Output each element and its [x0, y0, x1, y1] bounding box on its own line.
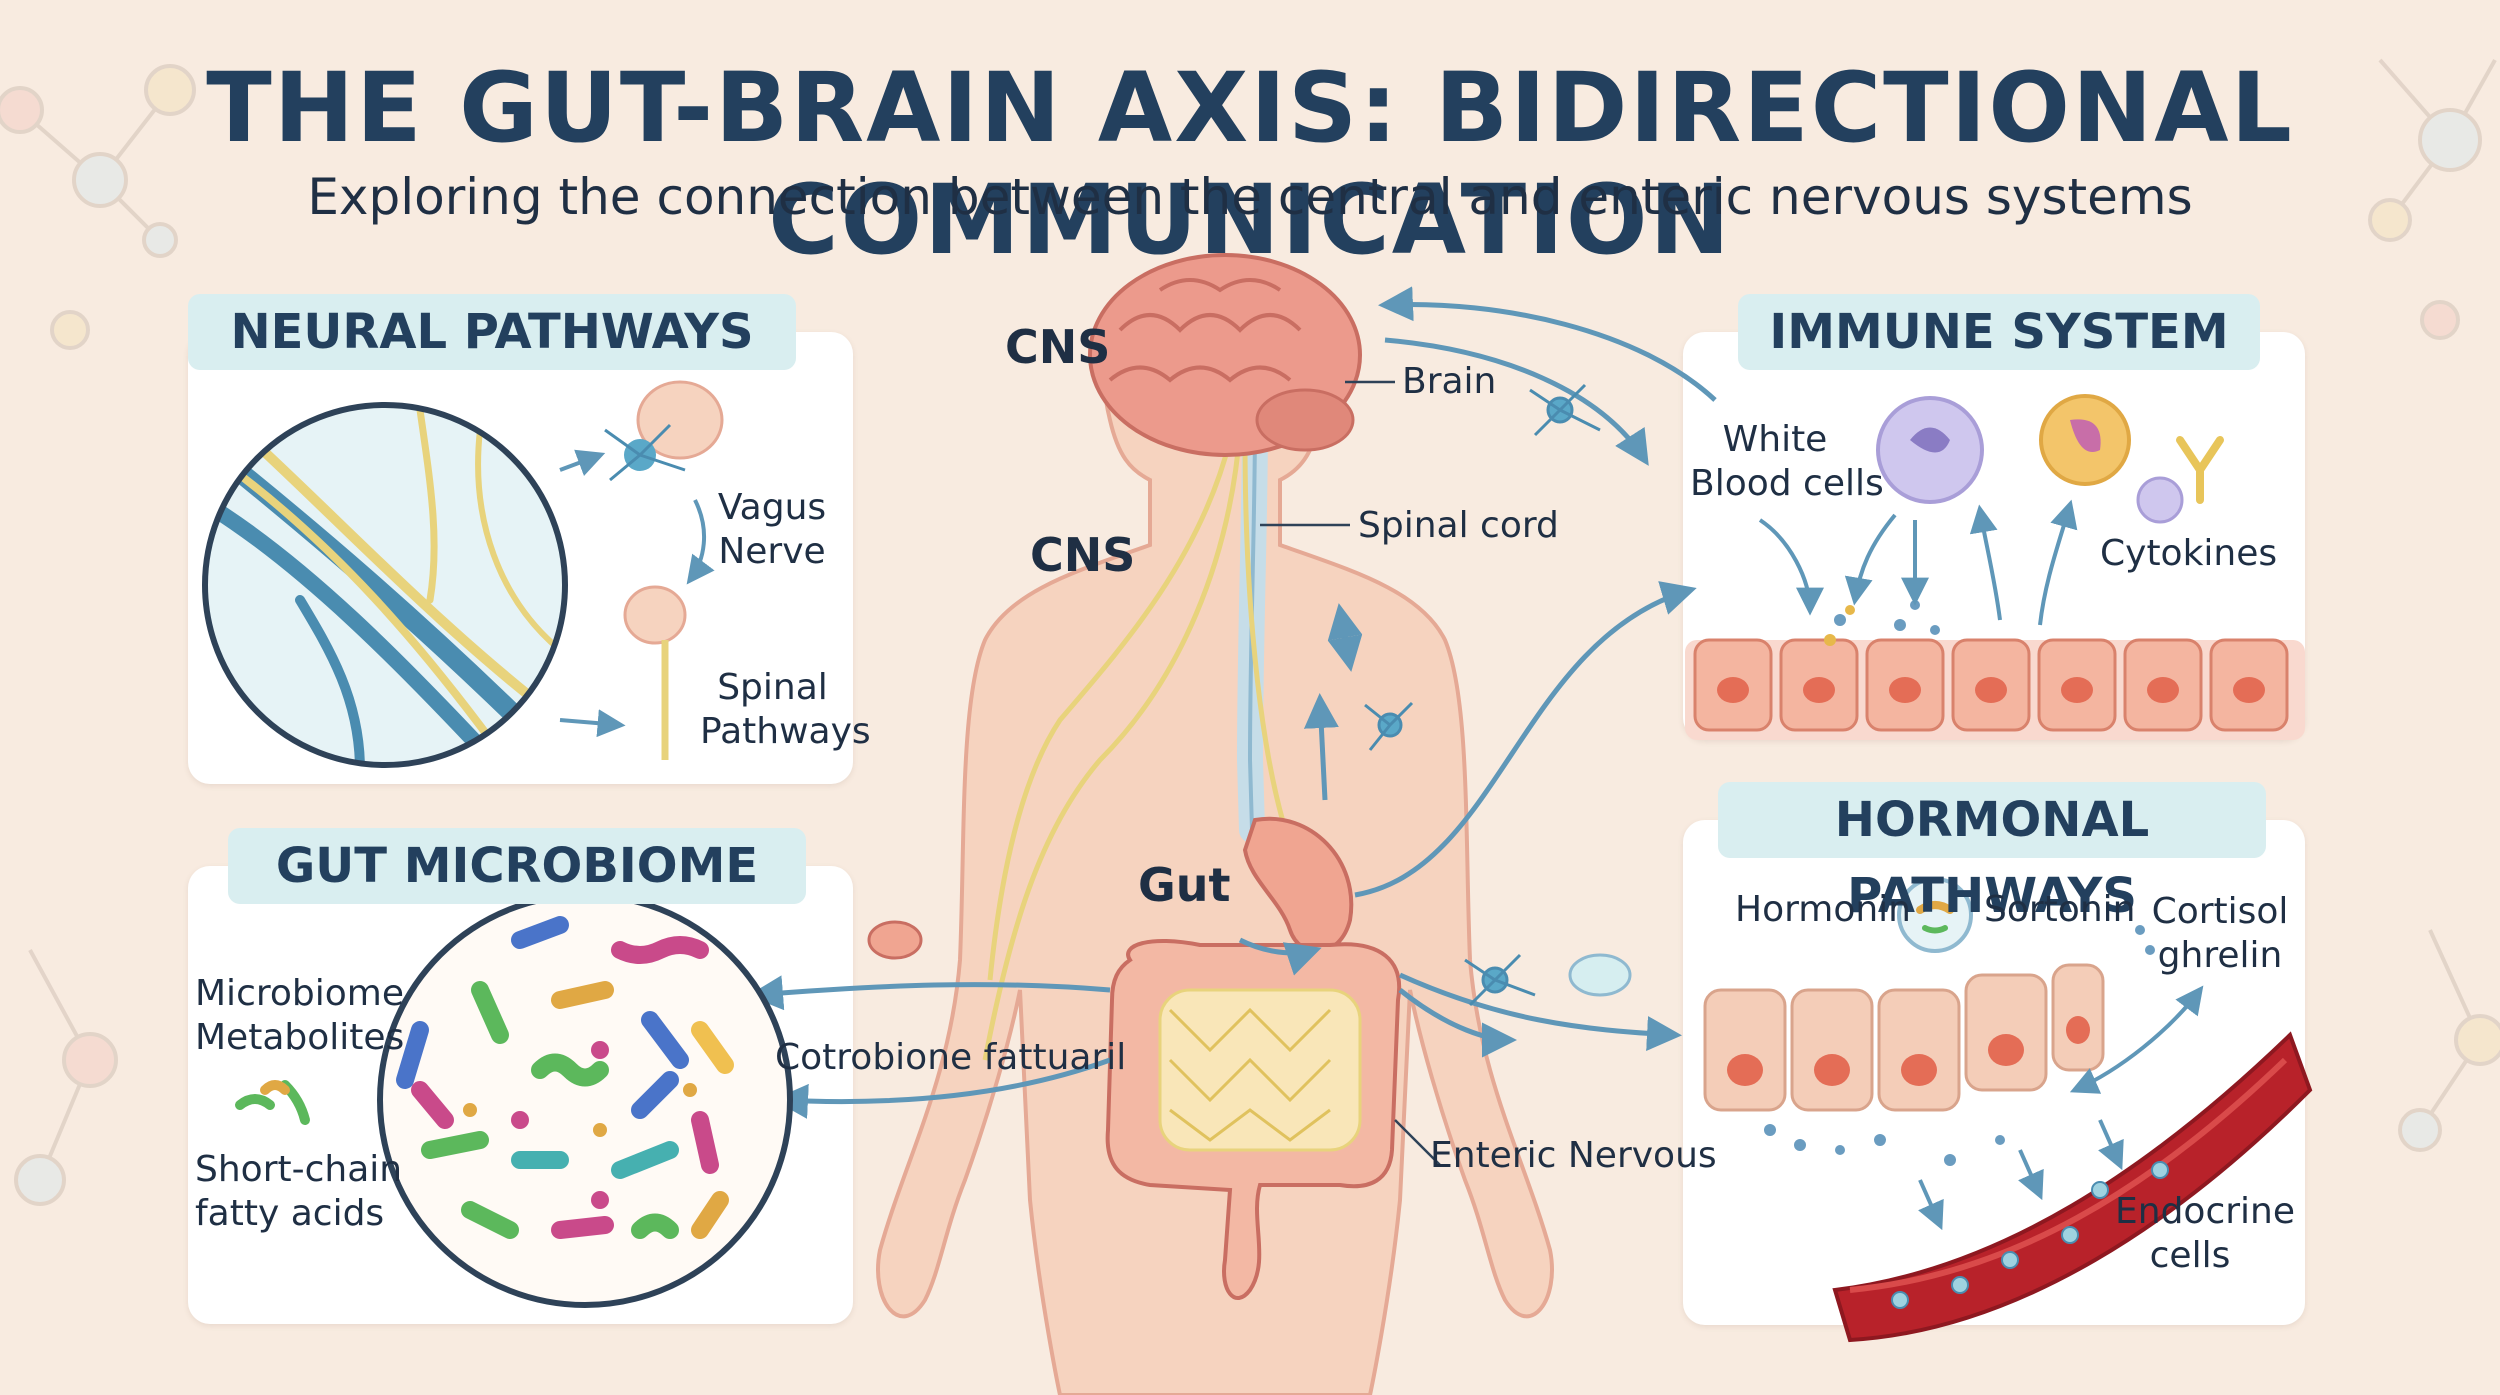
brain-label: Brain — [1402, 361, 1497, 402]
page-subtitle: Exploring the connection between the cen… — [307, 168, 2193, 226]
hormonal-pathways-title: HORMONAL PATHWAYS — [1718, 782, 2266, 924]
neural-pathways-title: NEURAL PATHWAYS — [188, 294, 796, 370]
floating-neurons — [1364, 383, 1601, 1007]
microbiome-metabolites-label: Microbiome Metabolites — [195, 973, 405, 1058]
endocrine-cells-label: Endocrine cells — [2115, 1191, 2295, 1276]
cytokines-label: Cytokines — [2100, 533, 2278, 574]
gut-microbiome-title: GUT MICROBIOME — [228, 828, 806, 904]
fatty-acid-icons — [235, 1080, 310, 1125]
vagus-nerve-label: Vagus Nerve — [717, 487, 827, 572]
page-title: THE GUT-BRAIN AXIS: BIDIRECTIONAL COMMUN… — [206, 52, 2294, 276]
intestines-shape — [1105, 938, 1402, 1300]
immune-system-title: IMMUNE SYSTEM — [1738, 294, 2260, 370]
cortisol-ghrelin-label: Cortisol ghrelin — [2151, 891, 2289, 976]
spinal-cord-label: Spinal cord — [1358, 505, 1559, 546]
microbiome-circle — [377, 892, 793, 1308]
immune-illustration — [1685, 394, 2305, 740]
hormonal-illustration — [1703, 877, 2313, 1343]
spinal-pathways-label: Spinal Pathways — [700, 667, 871, 752]
background-molecules — [0, 58, 2500, 1206]
gut-label: Gut — [1138, 858, 1231, 912]
hormonin-label: Hormonin — [1735, 889, 1911, 930]
cns-label-top: CNS — [1005, 320, 1111, 374]
short-chain-fatty-acids-label: Short-chain fatty acids — [195, 1149, 403, 1234]
neural-side-icons — [559, 380, 724, 760]
enteric-nervous-label: Enteric Nervous — [1430, 1135, 1717, 1176]
neural-circle — [202, 402, 568, 768]
leader-lines — [1260, 380, 1441, 1166]
connection-arrows — [748, 286, 1717, 1119]
brain-shape — [1088, 253, 1362, 457]
microbe-floating — [867, 920, 1632, 997]
white-blood-cells-label: White Blood cells — [1690, 419, 1884, 504]
sortonin-label: Sortonin — [1984, 889, 2136, 930]
cotrobione-label: Cotrobione fattuaril — [775, 1037, 1127, 1078]
cns-label-mid: CNS — [1030, 528, 1136, 582]
